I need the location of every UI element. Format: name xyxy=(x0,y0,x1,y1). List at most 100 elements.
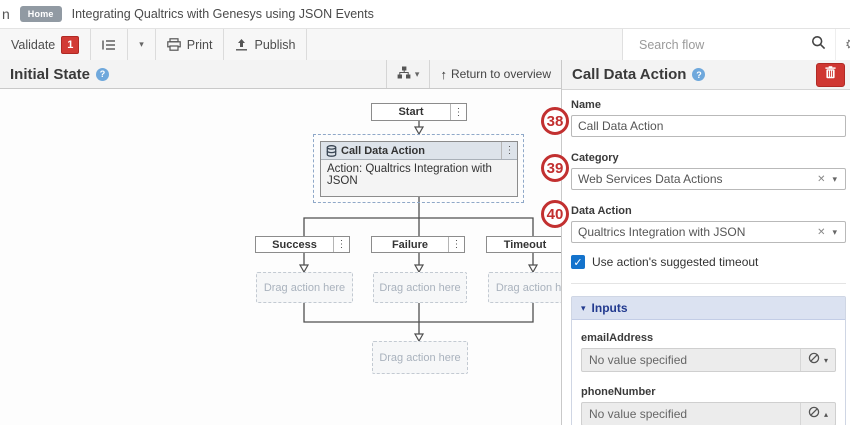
timeout-branch[interactable]: Timeout ⋮ xyxy=(486,236,561,253)
category-label: Category xyxy=(571,152,619,164)
suggested-timeout-row: ✓ Use action's suggested timeout xyxy=(571,255,846,269)
phone-number-value: No value specified xyxy=(589,407,688,421)
settings-menu-button[interactable]: ⚙ ▾ xyxy=(835,29,850,60)
list-view-button[interactable] xyxy=(91,29,129,60)
no-value-icon xyxy=(808,351,820,369)
phone-number-field[interactable]: No value specified ▴ xyxy=(581,402,836,425)
divider xyxy=(571,283,846,284)
chevron-up-icon: ▴ xyxy=(823,409,828,419)
drag-target-merge[interactable]: Drag action here xyxy=(372,341,468,374)
email-address-mode-button[interactable]: ▾ xyxy=(799,349,835,371)
database-icon xyxy=(326,144,337,157)
validate-label: Validate xyxy=(11,37,56,52)
chevron-down-icon: ▾ xyxy=(414,68,420,79)
name-label: Name xyxy=(571,99,601,111)
publish-icon xyxy=(235,38,248,51)
sitemap-icon xyxy=(397,66,411,82)
inputs-section-header[interactable]: ▾ Inputs xyxy=(572,297,845,320)
print-icon xyxy=(166,38,181,51)
return-to-overview-label: Return to overview xyxy=(450,67,551,81)
toolbar-right: ⚙ ▾ xyxy=(622,29,850,60)
data-action-label: Data Action xyxy=(571,205,632,217)
flow-structure-button[interactable]: ▾ xyxy=(385,60,430,88)
start-node[interactable]: Start ⋮ xyxy=(371,103,467,121)
publish-label: Publish xyxy=(254,37,296,52)
chevron-down-icon: ▾ xyxy=(823,355,828,365)
arrow-up-icon: ↑ xyxy=(440,66,447,82)
annotation-step-39: 39 xyxy=(541,154,569,182)
kebab-menu-icon[interactable]: ⋮ xyxy=(448,237,464,252)
panel-body: Name Category Web Services Data Actions … xyxy=(571,90,846,425)
chevron-down-icon: ▾ xyxy=(581,302,586,313)
success-label: Success xyxy=(272,238,317,251)
phone-number-mode-button[interactable]: ▴ xyxy=(799,403,835,425)
canvas-header: Initial State ? ▾ ↑ Return to overview xyxy=(0,60,561,89)
search-flow-input[interactable] xyxy=(637,36,802,53)
properties-panel: Call Data Action ? Name Category Web Ser xyxy=(561,60,850,425)
drag-placeholder-label: Drag action here xyxy=(379,281,461,294)
success-branch[interactable]: Success ⋮ xyxy=(255,236,350,253)
list-icon xyxy=(102,39,116,51)
suggested-timeout-label: Use action's suggested timeout xyxy=(592,255,759,269)
print-button[interactable]: Print xyxy=(155,29,225,60)
help-icon[interactable]: ? xyxy=(96,67,110,81)
category-select[interactable]: Web Services Data Actions ✕ ▾ xyxy=(571,168,846,190)
flow-canvas: Initial State ? ▾ ↑ Return to overview xyxy=(0,60,561,425)
state-title: Initial State xyxy=(10,65,91,83)
data-action-select[interactable]: Qualtrics Integration with JSON ✕ ▾ xyxy=(571,221,846,243)
chevron-down-icon[interactable]: ▾ xyxy=(832,173,837,184)
suggested-timeout-checkbox[interactable]: ✓ xyxy=(571,255,585,269)
category-value: Web Services Data Actions xyxy=(578,172,723,186)
toolbar: Validate 1 ▾ Print xyxy=(0,28,850,61)
breadcrumb-bar: n Home Integrating Qualtrics with Genesy… xyxy=(0,0,850,28)
kebab-menu-icon[interactable]: ⋮ xyxy=(501,142,517,159)
kebab-menu-icon[interactable]: ⋮ xyxy=(450,104,466,120)
drag-target-timeout[interactable]: Drag action here xyxy=(488,272,561,303)
home-badge[interactable]: Home xyxy=(19,6,62,22)
logo-fragment: n xyxy=(2,6,10,22)
drag-placeholder-label: Drag action here xyxy=(495,281,561,294)
clear-x-icon[interactable]: ✕ xyxy=(817,226,826,238)
chevron-down-icon[interactable]: ▾ xyxy=(832,226,837,237)
gear-icon: ⚙ xyxy=(845,36,850,53)
breadcrumb: Integrating Qualtrics with Genesys using… xyxy=(71,7,374,21)
return-to-overview-link[interactable]: ↑ Return to overview xyxy=(429,60,561,88)
chevron-down-icon: ▾ xyxy=(139,39,144,49)
annotation-step-38: 38 xyxy=(541,107,569,135)
start-node-label: Start xyxy=(398,106,424,118)
email-address-label: emailAddress xyxy=(581,332,654,344)
action-node-title: Call Data Action xyxy=(341,144,425,157)
name-input[interactable] xyxy=(571,115,846,137)
flow-connectors xyxy=(298,121,539,343)
annotation-step-40: 40 xyxy=(541,200,569,228)
failure-branch[interactable]: Failure ⋮ xyxy=(371,236,465,253)
email-address-field[interactable]: No value specified ▾ xyxy=(581,348,836,372)
drag-target-success[interactable]: Drag action here xyxy=(256,272,353,303)
drag-placeholder-label: Drag action here xyxy=(263,281,346,294)
call-data-action-node[interactable]: Call Data Action ⋮ Action: Qualtrics Int… xyxy=(320,141,518,197)
trash-icon xyxy=(825,65,836,84)
action-node-header: Call Data Action ⋮ xyxy=(321,142,517,160)
print-label: Print xyxy=(186,37,213,52)
failure-label: Failure xyxy=(391,238,429,251)
email-address-value: No value specified xyxy=(589,353,688,367)
panel-header: Call Data Action ? xyxy=(562,60,850,90)
search-icon xyxy=(811,35,826,55)
publish-button[interactable]: Publish xyxy=(224,29,308,60)
drag-target-failure[interactable]: Drag action here xyxy=(373,272,467,303)
kebab-menu-icon[interactable]: ⋮ xyxy=(333,237,349,252)
canvas-header-controls: ▾ ↑ Return to overview xyxy=(385,60,561,88)
delete-action-button[interactable] xyxy=(816,62,845,87)
validate-button[interactable]: Validate 1 xyxy=(0,29,92,60)
no-value-icon xyxy=(808,405,820,423)
help-icon[interactable]: ? xyxy=(692,68,706,81)
drag-placeholder-label: Drag action here xyxy=(379,351,461,364)
search-button[interactable] xyxy=(802,29,835,60)
validate-menu-button[interactable]: ▾ xyxy=(128,29,156,60)
inputs-section-title: Inputs xyxy=(591,301,628,315)
timeout-label: Timeout xyxy=(503,238,547,251)
selection-outline xyxy=(313,134,524,203)
validate-count-badge: 1 xyxy=(61,35,80,54)
clear-x-icon[interactable]: ✕ xyxy=(817,173,826,185)
